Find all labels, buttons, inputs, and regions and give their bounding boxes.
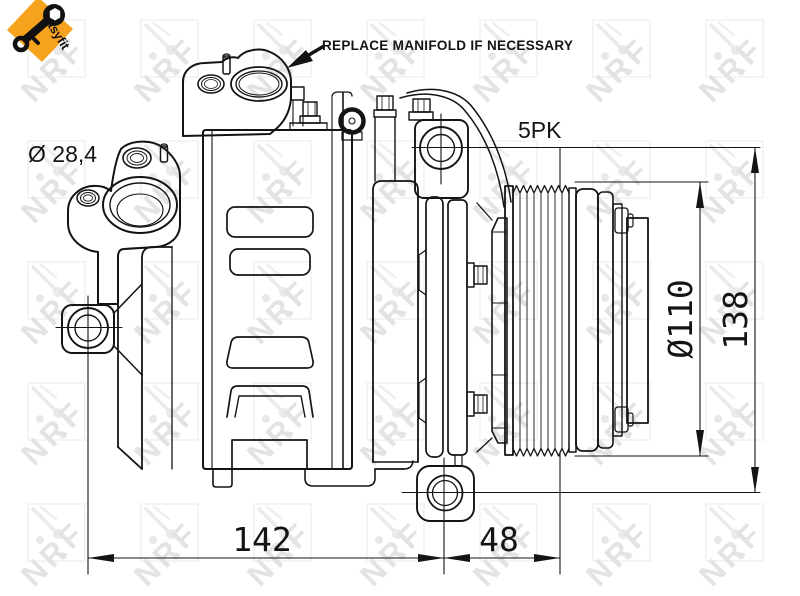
port-diameter-label: Ø 28,4 <box>28 141 97 167</box>
pulley-grooves <box>519 193 563 449</box>
pulley-offset-label: 48 <box>479 520 519 559</box>
pulley <box>504 184 577 457</box>
dimension-lines <box>55 113 761 575</box>
dimension-arrowheads <box>88 147 759 562</box>
belt-type-label: 5PK <box>518 117 562 143</box>
clutch-assembly <box>575 188 649 452</box>
pulley-diameter-label: Ø110 <box>661 279 700 358</box>
easyfit-key-icon <box>12 4 65 53</box>
easyfit-badge: easyfit <box>7 0 73 62</box>
manifold <box>182 48 305 137</box>
rear-housing-plates <box>372 180 508 463</box>
manifold-annotation-arrow <box>287 44 325 68</box>
replace-manifold-note: REPLACE MANIFOLD IF NECESSARY <box>322 38 573 53</box>
hose-curves <box>399 88 512 208</box>
top-fittings <box>299 95 434 182</box>
compressor-body <box>202 91 405 488</box>
body-length-label: 142 <box>232 520 292 559</box>
overall-height-label: 138 <box>716 290 755 350</box>
